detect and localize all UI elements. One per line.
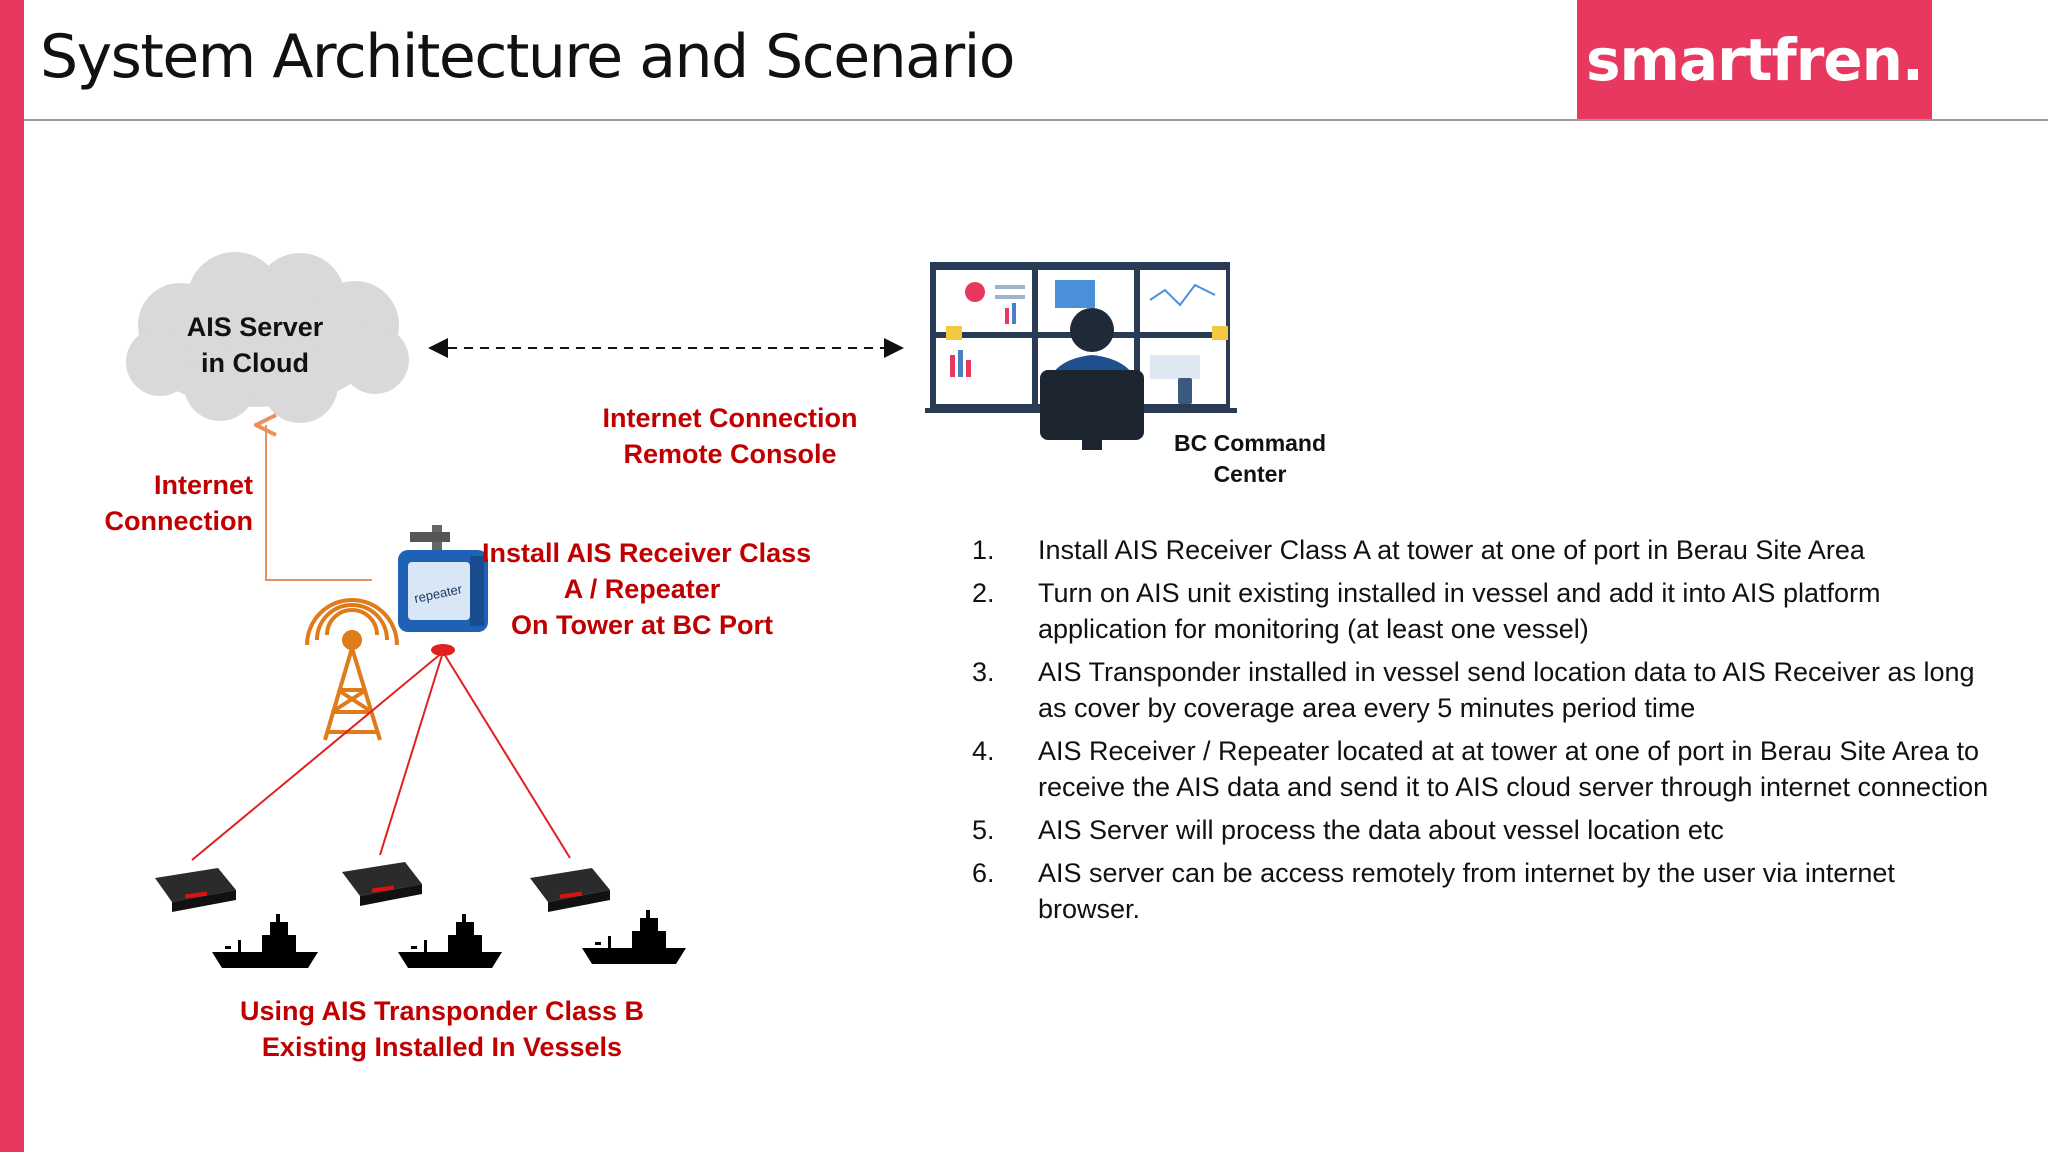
step-text: Turn on AIS unit existing installed in v…: [1038, 578, 1881, 644]
receiver-label-line3: On Tower at BC Port: [510, 610, 773, 640]
step-text: AIS Transponder installed in vessel send…: [1038, 657, 1975, 723]
page-title: System Architecture and Scenario: [40, 22, 1016, 92]
command-center-icon: [925, 262, 1237, 450]
command-center-label: BC Command Center: [1140, 428, 1360, 490]
internet-label-line2: Connection: [104, 506, 254, 536]
list-item: 6. AIS server can be access remotely from…: [972, 855, 1992, 927]
slide-header: System Architecture and Scenario: [24, 0, 2048, 120]
signal-source-dot: [431, 644, 455, 656]
internet-connection-line: [266, 425, 372, 581]
brand-logo: smartfren.: [1577, 0, 1932, 119]
left-accent-bar: [0, 0, 24, 1152]
ship-icon-2: [398, 914, 502, 968]
step-text: Install AIS Receiver Class A at tower at…: [1038, 535, 1865, 565]
step-number: 4.: [972, 736, 995, 766]
internet-connection-label: Internet Connection: [90, 467, 254, 539]
internet-label-line1: Internet: [153, 470, 253, 500]
signal-lines: [191, 651, 571, 861]
step-number: 3.: [972, 657, 995, 687]
command-center-line1: BC Command: [1173, 430, 1327, 456]
scenario-steps-list: 1. Install AIS Receiver Class A at tower …: [972, 532, 1992, 934]
cloud-icon: [126, 252, 409, 423]
header-divider: [24, 119, 2048, 121]
brand-logo-text: smartfren.: [1586, 25, 1924, 94]
receiver-label-line1: Install AIS Receiver Class: [482, 538, 812, 568]
step-text: AIS Receiver / Repeater located at at to…: [1038, 736, 1989, 802]
ship-icon-1: [212, 914, 318, 968]
cloud-label-line1: AIS Server: [186, 312, 324, 342]
transponder-icon-2: [342, 862, 422, 906]
transponder-label: Using AIS Transponder Class B Existing I…: [236, 993, 648, 1065]
transponder-icon-1: [155, 868, 236, 912]
step-text: AIS server can be access remotely from i…: [1038, 858, 1895, 924]
transponder-label-line1: Using AIS Transponder Class B: [239, 996, 645, 1026]
list-item: 4. AIS Receiver / Repeater located at at …: [972, 733, 1992, 805]
transponder-label-line2: Existing Installed In Vessels: [261, 1032, 623, 1062]
list-item: 2. Turn on AIS unit existing installed in…: [972, 575, 1992, 647]
remote-label-line2: Remote Console: [623, 439, 837, 469]
ship-icon-3: [582, 910, 686, 964]
remote-label-line1: Internet Connection: [602, 403, 858, 433]
remote-console-label: Internet Connection Remote Console: [590, 400, 870, 472]
step-number: 6.: [972, 858, 995, 888]
step-number: 5.: [972, 815, 995, 845]
step-text: AIS Server will process the data about v…: [1038, 815, 1724, 845]
transponder-icon-3: [530, 868, 610, 912]
cloud-label: AIS Server in Cloud: [150, 309, 360, 381]
command-center-line2: Center: [1213, 461, 1287, 487]
receiver-label-line2: A / Repeater: [563, 574, 721, 604]
receiver-install-label: Install AIS Receiver Class A / Repeater …: [482, 535, 812, 643]
step-number: 2.: [972, 578, 995, 608]
list-item: 1. Install AIS Receiver Class A at tower …: [972, 532, 1992, 568]
list-item: 3. AIS Transponder installed in vessel se…: [972, 654, 1992, 726]
repeater-device-icon: repeater: [398, 525, 488, 632]
list-item: 5. AIS Server will process the data about…: [972, 812, 1992, 848]
tower-icon: [305, 598, 399, 741]
cloud-label-line2: in Cloud: [201, 348, 309, 378]
step-number: 1.: [972, 535, 995, 565]
